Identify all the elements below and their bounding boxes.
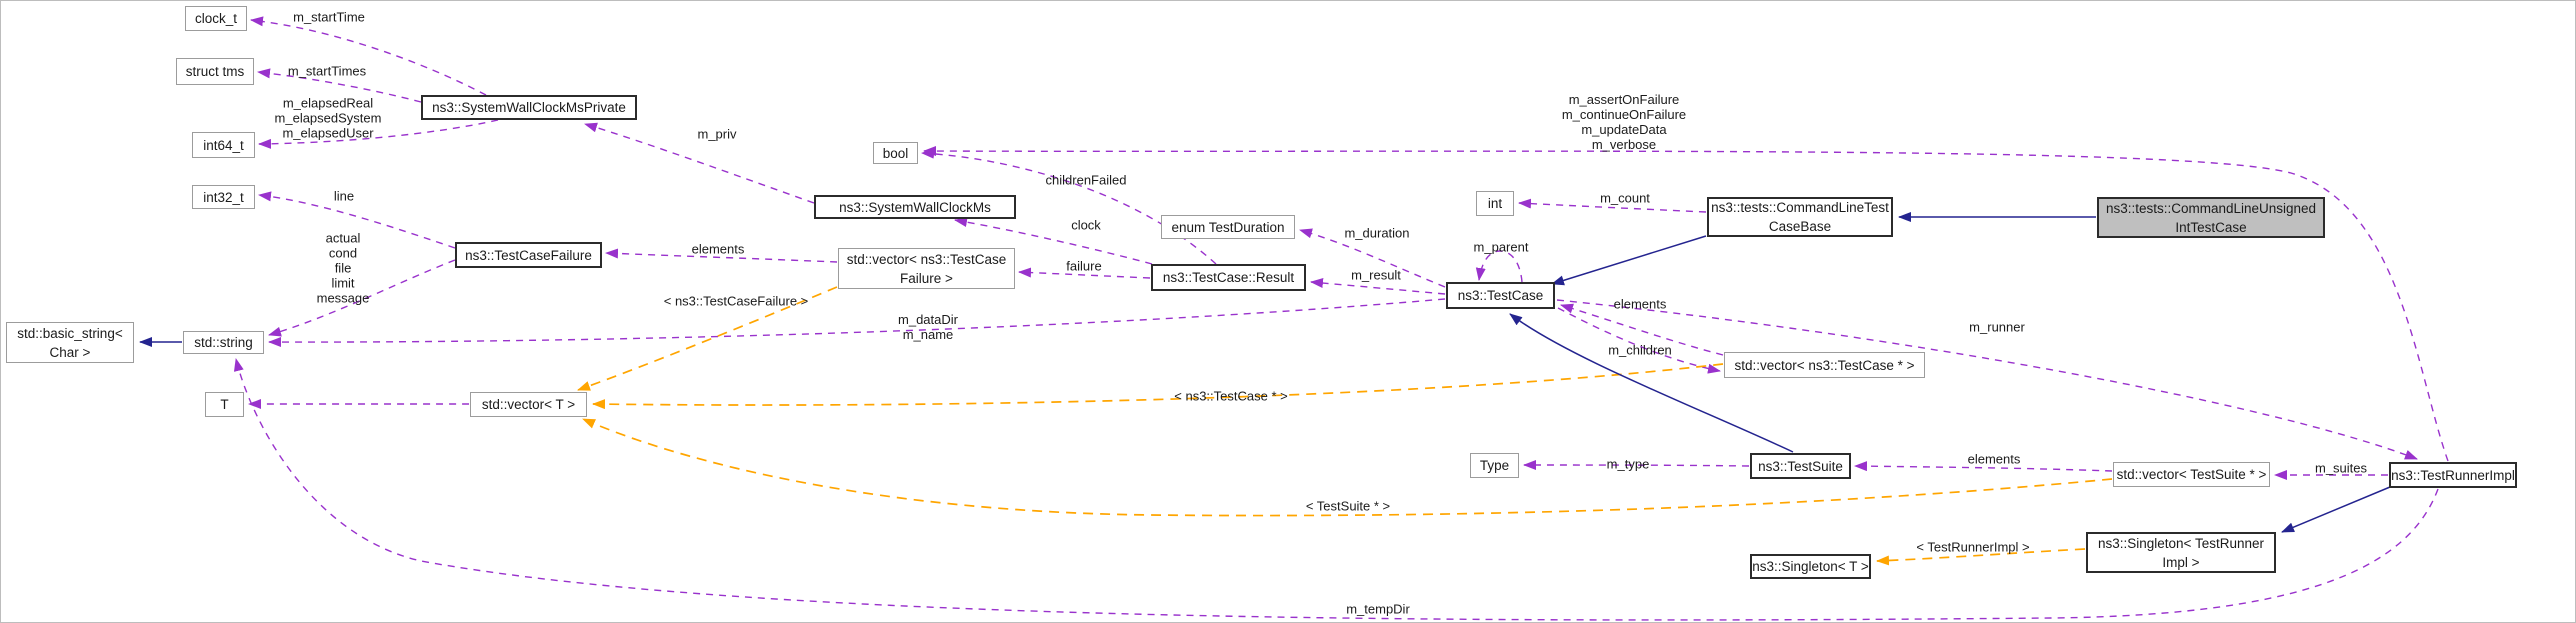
edge-m-count — [1518, 198, 1707, 213]
edge-m-priv — [584, 122, 815, 204]
edge-label-elements-tcf: elements — [691, 241, 745, 257]
class-node-int32-t[interactable]: int32_t — [192, 185, 255, 209]
edge-elements-ts — [1854, 461, 2113, 472]
edge-label-m-startTimes: m_startTimes — [287, 63, 367, 79]
class-node-bool[interactable]: bool — [873, 142, 918, 164]
edge-template-test-case-failure — [577, 286, 838, 391]
class-node-clock-t[interactable]: clock_t — [185, 6, 247, 31]
edge-elements-tc — [1560, 303, 1724, 356]
edge-label-childrenFailed: childrenFailed — [1045, 172, 1127, 188]
edge-m-parent — [1475, 250, 1523, 283]
class-node-std-vector-t[interactable]: std::vector< T > — [470, 392, 587, 417]
class-node-test-suite[interactable]: ns3::TestSuite — [1750, 453, 1851, 479]
class-node-std-basic-string[interactable]: std::basic_string< Char > — [6, 322, 134, 363]
edge-label-m-dataDir-m-name: m_dataDir m_name — [898, 312, 958, 342]
edge-m-startTime — [250, 16, 487, 96]
edge-label-m-children: m_children — [1608, 342, 1672, 358]
class-node-test-runner-impl[interactable]: ns3::TestRunnerImpl — [2389, 462, 2517, 488]
edge-m-result — [1310, 278, 1446, 295]
class-node-command-line-unsigned-int-test-case: ns3::tests::CommandLineUnsigned IntTestC… — [2097, 197, 2325, 238]
edge-label-m-count: m_count — [1600, 190, 1650, 206]
edge-label-m-priv: m_priv — [697, 126, 737, 142]
class-node-test-case-failure[interactable]: ns3::TestCaseFailure — [455, 242, 602, 268]
class-node-std-vector-test-case-ptr[interactable]: std::vector< ns3::TestCase * > — [1724, 352, 1925, 378]
edge-label-m-result: m_result — [1351, 267, 1401, 283]
edge-label-m-suites: m_suites — [2314, 460, 2368, 476]
edge-label-failure-fields: actual cond file limit message — [316, 230, 370, 306]
class-node-enum-test-duration[interactable]: enum TestDuration — [1161, 215, 1295, 239]
class-node-std-vector-test-case-failure[interactable]: std::vector< ns3::TestCase Failure > — [838, 248, 1015, 289]
class-node-std-vector-test-suite-ptr[interactable]: std::vector< TestSuite * > — [2113, 462, 2270, 487]
edge-m-type — [1523, 460, 1750, 471]
edge-label-failure: failure — [1066, 258, 1102, 274]
edge-label-m-elapsed: m_elapsedReal m_elapsedSystem m_elapsedU… — [274, 95, 382, 141]
edge-m-tempDir — [233, 358, 2439, 621]
edge-inherit-tri-singleton — [2281, 486, 2391, 533]
edge-label-clock: clock — [1071, 217, 1101, 233]
edge-m-elapsed — [258, 119, 499, 149]
class-node-type[interactable]: Type — [1470, 453, 1519, 478]
class-node-system-wall-clock-ms-private[interactable]: ns3::SystemWallClockMsPrivate — [421, 95, 637, 120]
class-node-system-wall-clock-ms[interactable]: ns3::SystemWallClockMs — [814, 195, 1016, 219]
class-node-std-string[interactable]: std::string — [183, 331, 264, 354]
edge-m-dataDir-m-name — [268, 298, 1446, 348]
edge-label-m-runner: m_runner — [1969, 319, 2025, 335]
edge-m-duration — [1299, 228, 1446, 288]
class-node-singleton-test-runner-impl[interactable]: ns3::Singleton< TestRunner Impl > — [2086, 532, 2276, 573]
class-node-test-case-result[interactable]: ns3::TestCase::Result — [1151, 264, 1306, 291]
edge-inherit-clbase-testcase — [1551, 235, 1707, 286]
edge-label-m-type: m_type — [1606, 456, 1650, 472]
class-node-singleton-t[interactable]: ns3::Singleton< T > — [1750, 554, 1871, 579]
edge-m-flags — [923, 146, 2449, 462]
edge-m-children — [1557, 307, 1721, 374]
edge-failure — [1018, 267, 1151, 279]
class-node-int[interactable]: int — [1476, 191, 1514, 216]
class-node-int64-t[interactable]: int64_t — [192, 132, 255, 158]
edge-label-m-duration: m_duration — [1344, 225, 1410, 241]
edge-label-m-flags: m_assertOnFailure m_continueOnFailure m_… — [1561, 92, 1687, 152]
edge-label-elements-ts: elements — [1967, 451, 2021, 467]
edge-inherit-testsuite-testcase — [1509, 313, 1794, 453]
edge-label-tpl-test-case-failure: < ns3::TestCaseFailure > — [663, 293, 809, 309]
edge-template-test-case-ptr — [592, 363, 1724, 410]
edge-label-line: line — [333, 188, 355, 204]
edge-label-elements-tc: elements — [1613, 296, 1667, 312]
class-node-command-line-test-case-base[interactable]: ns3::tests::CommandLineTest CaseBase — [1707, 197, 1893, 237]
edge-label-m-parent: m_parent — [1473, 239, 1529, 255]
edge-m-runner — [1556, 299, 2418, 460]
edge-label-tpl-test-suite-ptr: < TestSuite * > — [1305, 498, 1391, 514]
class-node-struct-tms[interactable]: struct tms — [176, 58, 254, 85]
edge-label-m-tempDir: m_tempDir — [1346, 601, 1410, 617]
class-node-test-case[interactable]: ns3::TestCase — [1446, 282, 1555, 309]
edge-template-test-suite-ptr — [582, 418, 2113, 517]
edge-label-tpl-test-runner-impl: < TestRunnerImpl > — [1916, 539, 2030, 555]
edge-label-m-startTime: m_startTime — [293, 9, 365, 25]
edge-template-test-runner-impl — [1876, 548, 2086, 566]
edge-elements-tcf — [605, 248, 838, 263]
edge-label-tpl-test-case-ptr: < ns3::TestCase * > — [1174, 388, 1288, 404]
class-node-t[interactable]: T — [205, 392, 244, 417]
edge-m-startTimes — [257, 68, 422, 103]
